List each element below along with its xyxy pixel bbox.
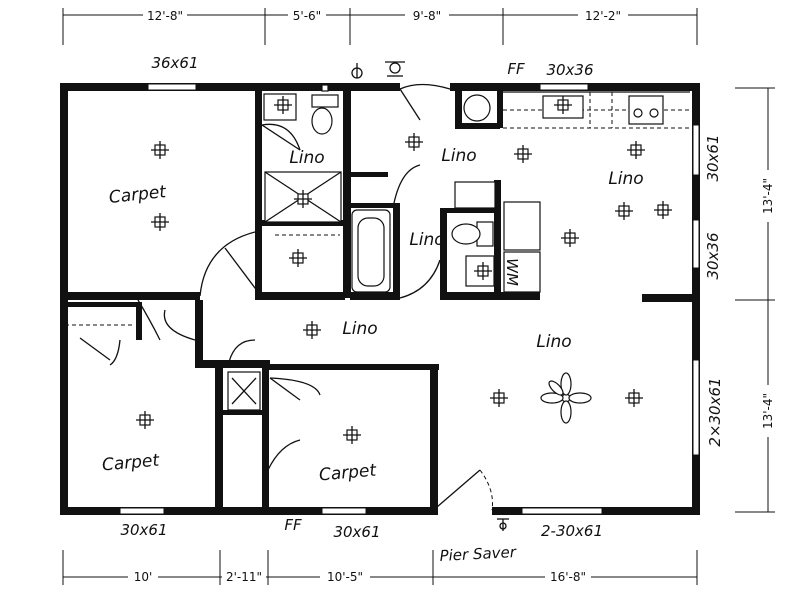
wall-windows <box>119 83 700 515</box>
light-icon <box>474 262 492 280</box>
door-swings <box>79 83 493 511</box>
light-icon <box>303 321 321 339</box>
window-label-bottom-right: 2-30x61 <box>541 522 603 540</box>
light-icon <box>554 96 572 114</box>
window-label-right-upper: 30x61 <box>704 134 722 181</box>
bath-center-fixtures: WM <box>351 201 541 293</box>
window-label-bottom-middle: 30x61 <box>333 523 380 541</box>
light-icon <box>405 133 423 151</box>
light-icon <box>561 229 579 247</box>
room-label-bath-center: Lino <box>409 230 444 250</box>
ceiling-fan-icon <box>540 372 592 424</box>
room-label-kitchen: Lino <box>441 146 476 166</box>
top-dimension-line: 12'-8" 5'-6" 9'-8" 12'-2" <box>62 8 698 45</box>
dim-bottom-4: 16'-8" <box>550 570 586 584</box>
light-icon <box>294 190 312 208</box>
ff-markers: FF FF <box>284 60 525 534</box>
light-icon <box>627 141 645 159</box>
light-icon <box>274 96 292 114</box>
light-icon <box>514 145 532 163</box>
hose-bib-icon <box>351 63 363 79</box>
room-label-living: Lino <box>536 332 571 352</box>
window-label-top-left: 36x61 <box>151 54 198 72</box>
light-icon <box>289 249 307 267</box>
room-label-bedroom-s: Carpet <box>318 460 378 485</box>
meter-icon <box>385 61 405 77</box>
closet-fixtures <box>65 234 340 411</box>
light-icon <box>625 389 643 407</box>
room-label-hall: Lino <box>342 319 377 339</box>
light-icon <box>151 141 169 159</box>
dim-right-1: 13'-4" <box>761 178 775 214</box>
room-labels: Carpet Carpet Carpet Lino Lino Lino Lino… <box>101 146 643 485</box>
dim-right-2: 13'-4" <box>761 393 775 429</box>
window-label-right-lower: 2×30x61 <box>706 377 724 446</box>
bath-north-fixtures <box>263 84 342 223</box>
pier-saver-note: Pier Saver <box>439 543 517 565</box>
light-icon <box>615 202 633 220</box>
interior-walls <box>60 83 697 514</box>
kitchen-fixtures <box>454 91 690 209</box>
window-label-bottom-left: 30x61 <box>120 521 167 539</box>
room-label-kitchen-right: Lino <box>608 169 643 189</box>
dim-bottom-1: 10' <box>134 570 153 584</box>
bottom-dimension-line: 10' 2'-11" 10'-5" 16'-8" <box>62 550 698 585</box>
window-labels: 36x61 30x36 30x61 30x36 2×30x61 30x61 30… <box>120 54 724 541</box>
ff-marker-top: FF <box>507 60 525 78</box>
exterior-symbols <box>351 61 509 531</box>
light-icon <box>151 213 169 231</box>
window-label-right-middle: 30x36 <box>704 232 722 279</box>
dim-top-3: 9'-8" <box>413 9 441 23</box>
light-icon <box>654 201 672 219</box>
room-label-bedroom-nw: Carpet <box>108 182 168 208</box>
ff-marker-bottom: FF <box>284 516 302 534</box>
light-icon <box>343 426 361 444</box>
light-fixtures <box>136 96 672 444</box>
window-label-top-kitchen: 30x36 <box>546 61 593 79</box>
dim-top-4: 12'-2" <box>585 9 621 23</box>
room-label-bath-north: Lino <box>289 148 324 168</box>
washer-dryer-mark: WM <box>503 258 521 286</box>
hose-bib-icon <box>497 518 509 531</box>
dim-bottom-2: 2'-11" <box>226 570 262 584</box>
dim-bottom-3: 10'-5" <box>327 570 363 584</box>
room-label-bedroom-sw: Carpet <box>101 450 161 475</box>
dim-top-1: 12'-8" <box>147 9 183 23</box>
light-icon <box>490 389 508 407</box>
dim-top-2: 5'-6" <box>293 9 321 23</box>
right-dimension-line: 13'-4" 13'-4" <box>735 87 776 513</box>
light-icon <box>136 411 154 429</box>
